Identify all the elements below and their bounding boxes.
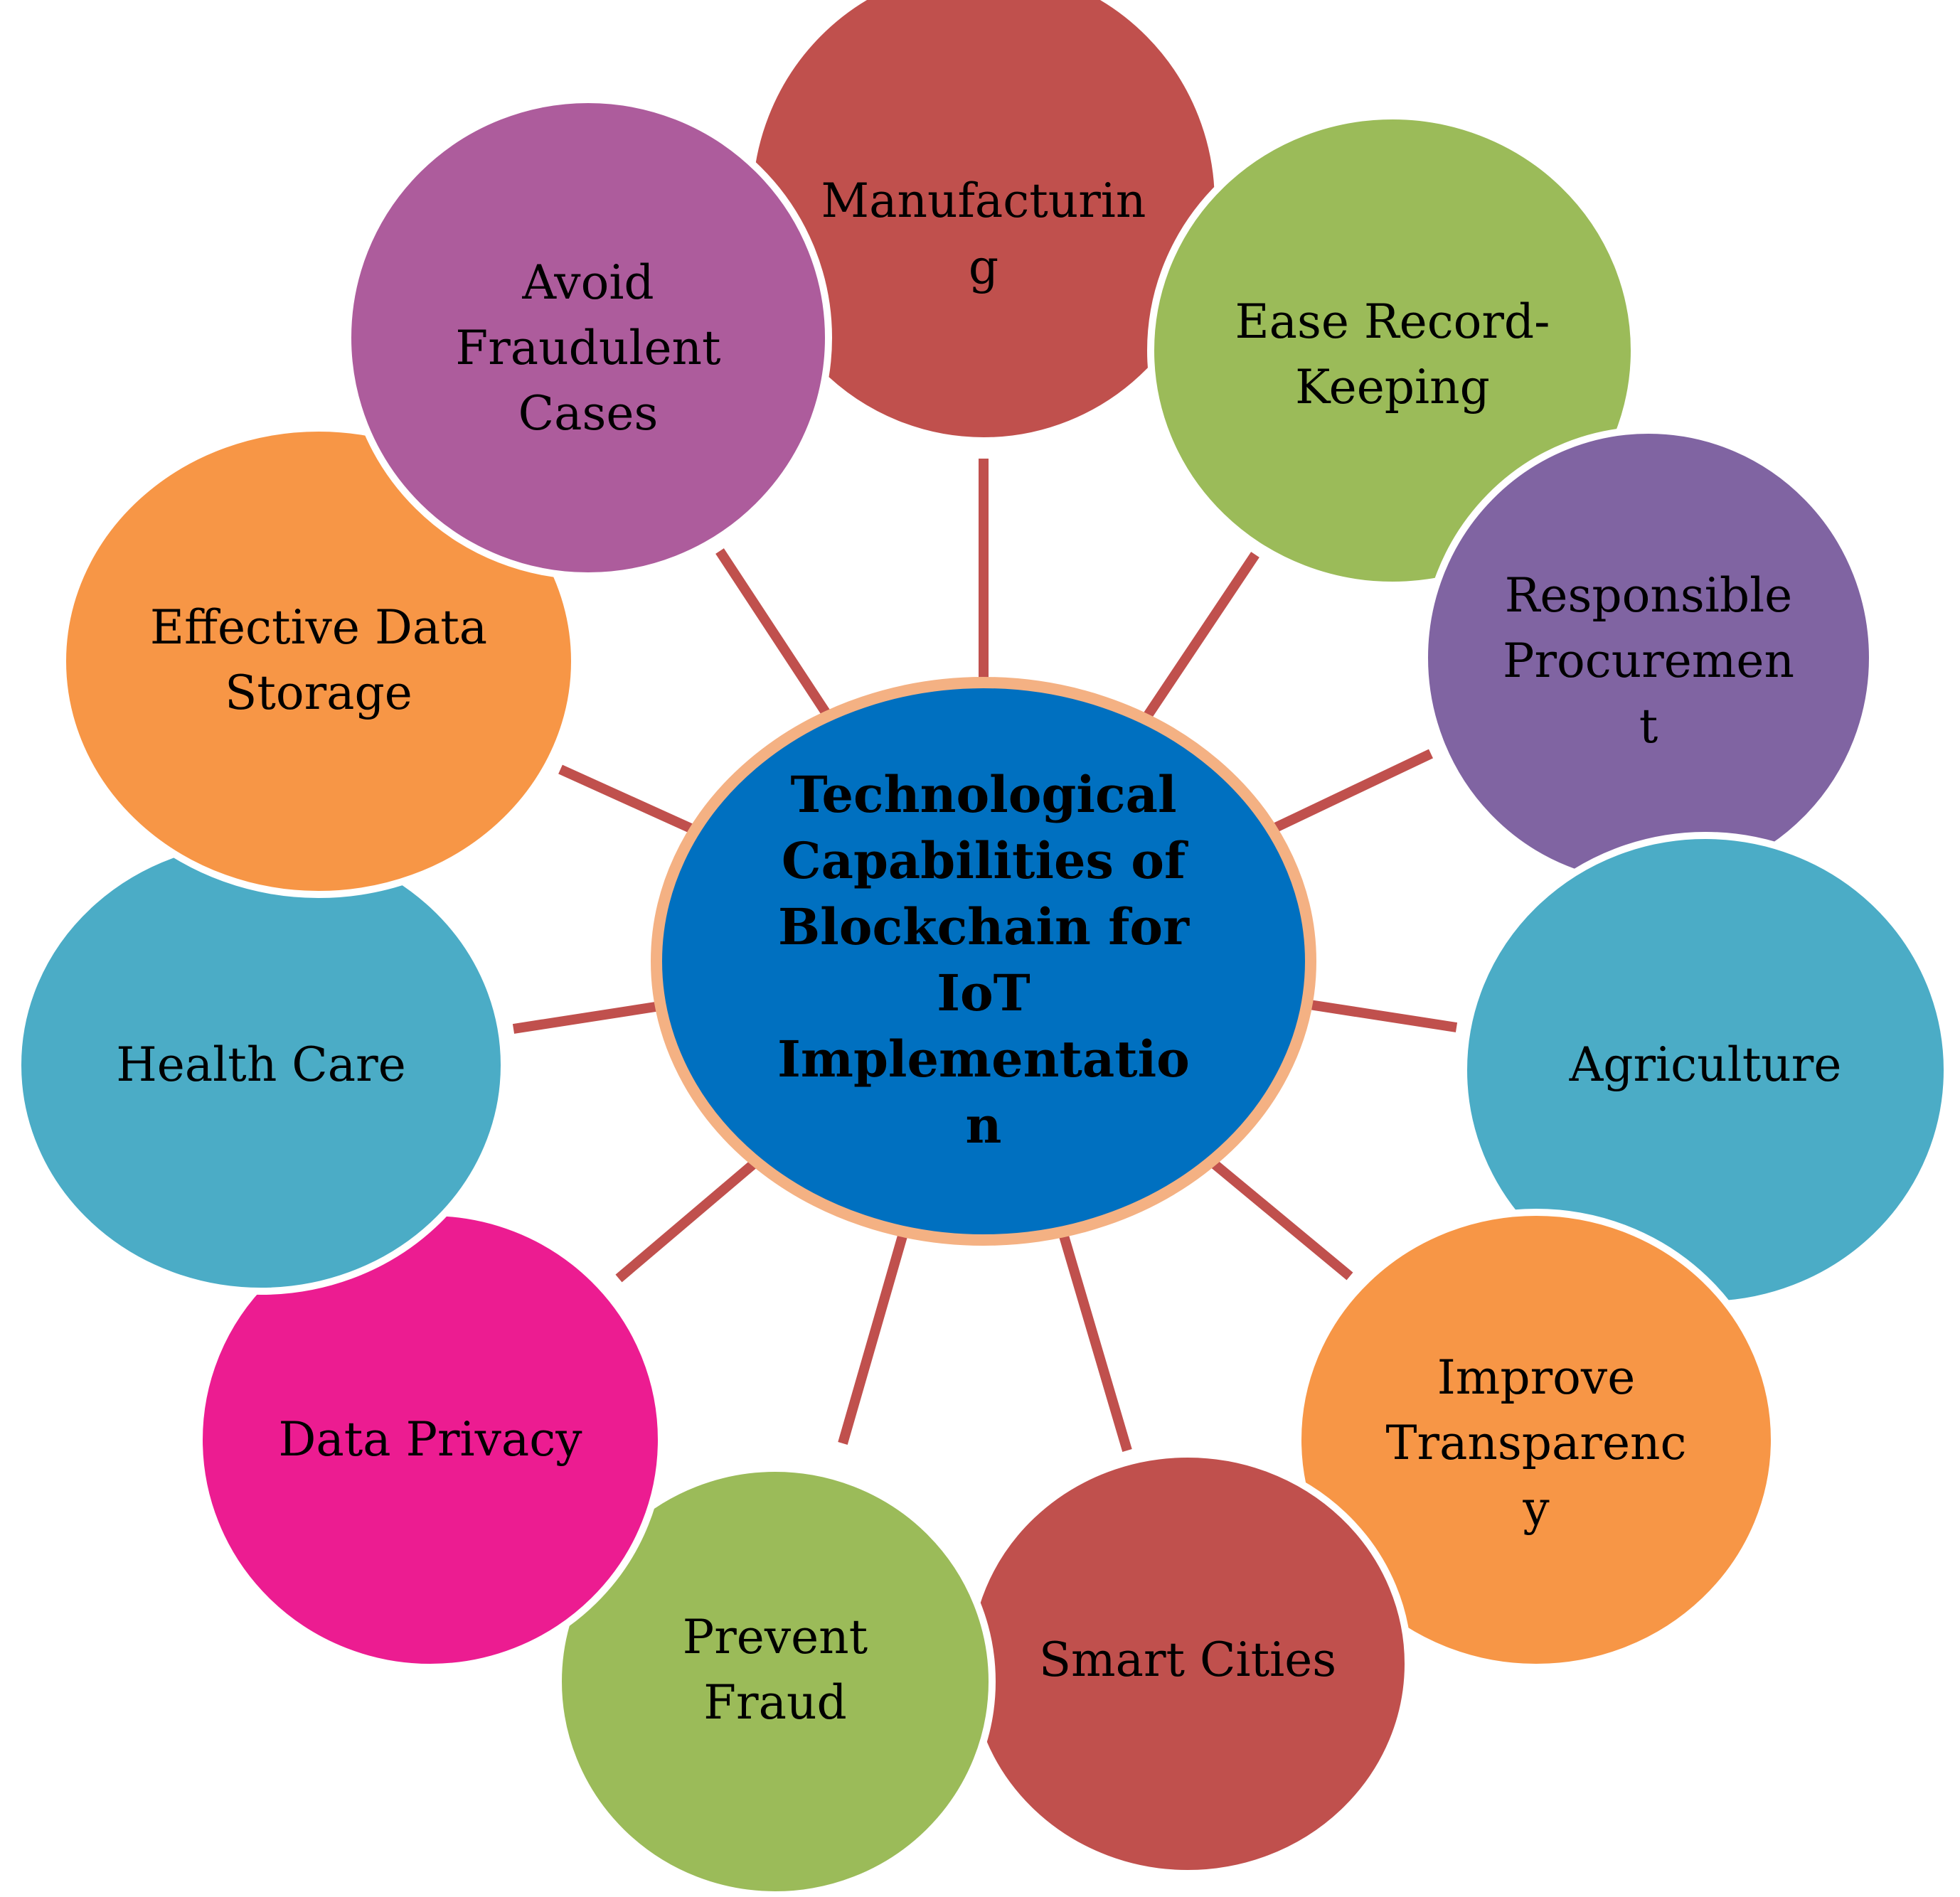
connector-effective-data-storage (558, 764, 698, 835)
node-data-privacy: Data Privacy (196, 1209, 665, 1671)
node-circle (1147, 112, 1638, 589)
connector-improve-transparency (1209, 1158, 1353, 1281)
center-title-line: Capabilities of (782, 831, 1188, 890)
node-circle (344, 96, 832, 579)
node-label-line: t (1639, 699, 1658, 754)
node-label-line: Prevent (683, 1610, 868, 1664)
node-label-line: Data Privacy (278, 1412, 582, 1467)
node-circle (1294, 1209, 1778, 1671)
node-label-line: Storage (225, 666, 412, 720)
node-label-line: Avoid (521, 255, 654, 310)
node-label: Agriculture (1569, 1037, 1842, 1092)
connector-ease-record-keeping (1139, 552, 1259, 725)
connector-smart-cities (1058, 1232, 1132, 1452)
node-label-line: Cases (518, 386, 659, 441)
node-label: Smart Cities (1039, 1633, 1336, 1687)
node-label-line: Manufacturin (821, 173, 1146, 228)
connector-lines (512, 459, 1458, 1452)
node-label: Manufacturin g (821, 173, 1146, 294)
node-label-line: g (969, 240, 998, 294)
node-label-line: Fraudulent (455, 321, 720, 375)
connector-responsible-procurement (1267, 749, 1434, 835)
node-circle (555, 1465, 996, 1897)
connector-data-privacy (615, 1158, 759, 1283)
connector-avoid-fraudulent-cases (715, 548, 833, 720)
node-smart-cities: Smart Cities (964, 1450, 1412, 1877)
node-label-line: Smart Cities (1039, 1633, 1336, 1687)
node-label: Ease Record- Keeping (1235, 294, 1550, 415)
node-label: Data Privacy (278, 1412, 582, 1467)
center-title-line: Technological (790, 765, 1176, 824)
node-agriculture: Agriculture (1460, 832, 1951, 1308)
node-label-line: Fraud (703, 1675, 846, 1730)
node-label: Health Care (116, 1037, 406, 1092)
node-label-line: Keeping (1295, 360, 1490, 415)
node-label-line: Ease Record- (1235, 294, 1550, 349)
center-title-line: Implementatio (777, 1030, 1190, 1089)
node-circle (59, 424, 578, 898)
node-label-line: Procuremen (1503, 634, 1794, 688)
center-ellipse (651, 677, 1316, 1246)
node-label-line: y (1522, 1481, 1550, 1536)
center-title-line: IoT (937, 963, 1030, 1022)
connector-health-care (512, 1001, 661, 1034)
node-label-line: Transparenc (1386, 1416, 1687, 1470)
node-label-line: Effective Data (150, 600, 487, 655)
center-title-line: Blockchain for (778, 897, 1190, 956)
node-label-line: Responsible (1505, 568, 1793, 623)
node-ease-record-keeping: Ease Record- Keeping (1147, 112, 1638, 589)
connector-agriculture (1304, 999, 1458, 1032)
node-label-line: Improve (1437, 1350, 1636, 1405)
center-title-line: n (966, 1096, 1002, 1155)
node-label-line: Health Care (116, 1037, 406, 1092)
connector-prevent-fraud (838, 1232, 908, 1445)
node-label-line: Agriculture (1569, 1037, 1842, 1092)
node-health-care: Health Care (14, 835, 508, 1295)
